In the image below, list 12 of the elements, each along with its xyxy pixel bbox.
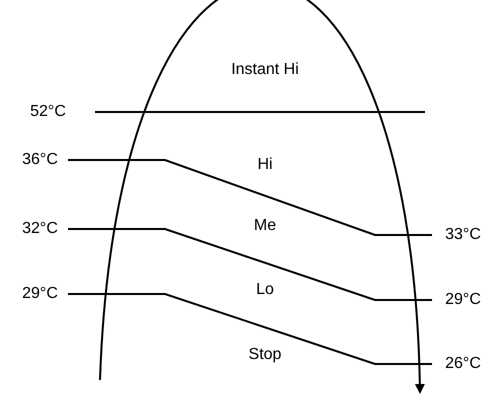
zone-label: Instant Hi <box>231 62 299 78</box>
temperature-label: 36°C <box>22 152 58 168</box>
zone-label: Lo <box>256 282 274 298</box>
temperature-label: 29°C <box>445 292 481 308</box>
temperature-label: 52°C <box>30 104 66 120</box>
zone-label: Me <box>254 218 276 234</box>
zone-label: Stop <box>248 347 282 363</box>
zone-label: Hi <box>257 157 273 173</box>
temperature-label: 32°C <box>22 221 58 237</box>
temperature-label: 33°C <box>445 227 481 243</box>
temperature-label: 26°C <box>445 356 481 372</box>
temperature-label: 29°C <box>22 286 58 302</box>
